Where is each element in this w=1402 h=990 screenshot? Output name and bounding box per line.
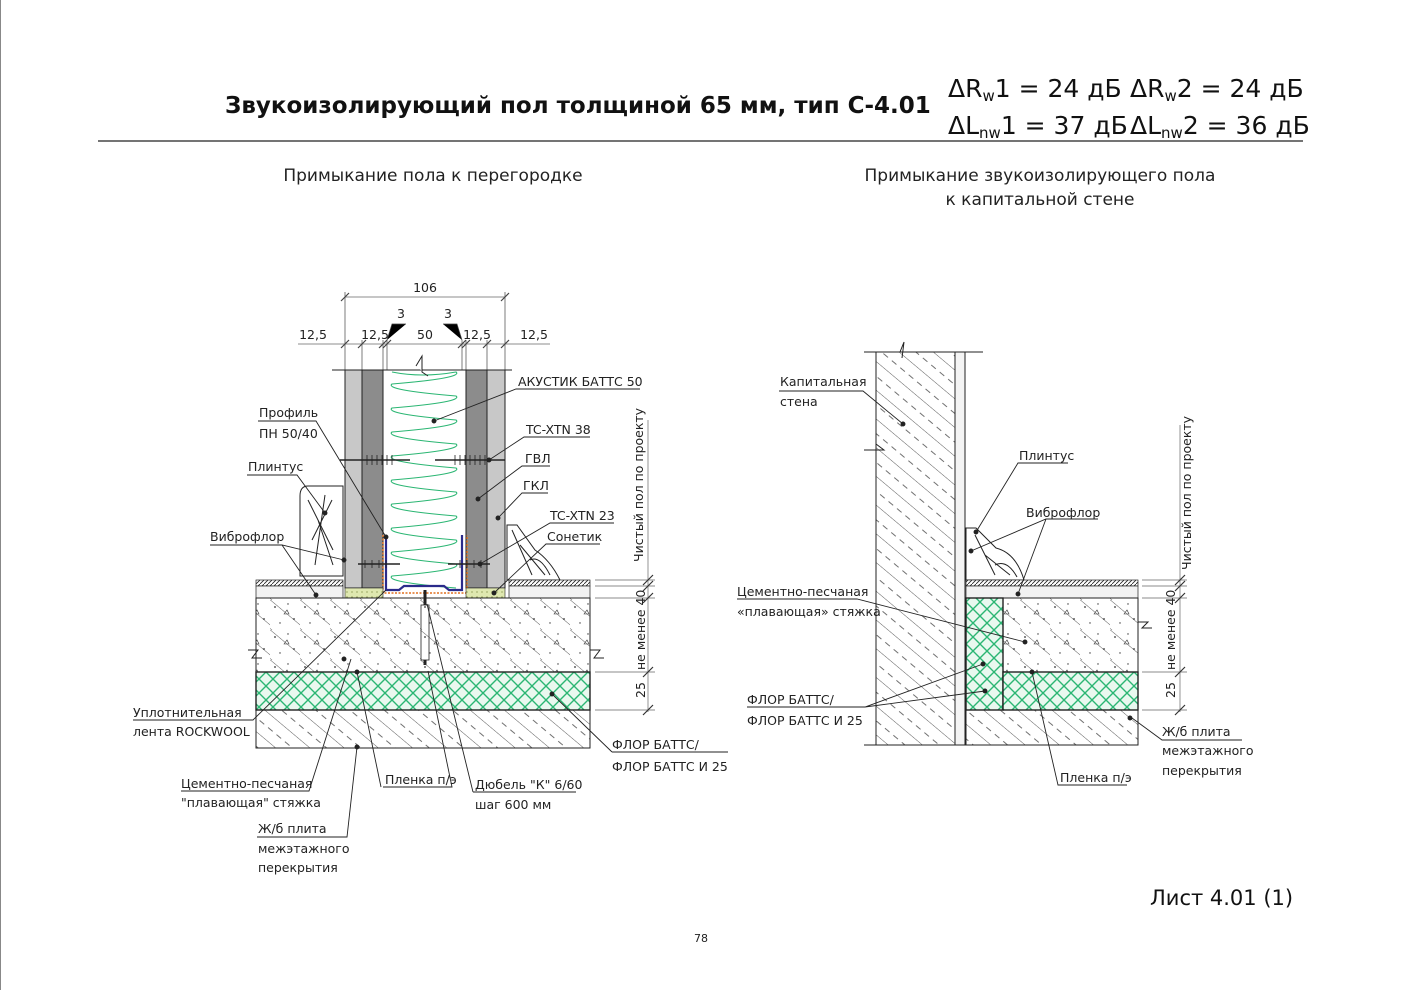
label-profile: Профиль [259,405,318,420]
skirting-left [299,485,344,577]
label-wall-1: Капитальная [780,374,866,389]
screed [255,597,591,673]
floor-batts [255,671,591,711]
label-screed-1: Цементно-песчаная [181,776,312,791]
rvdim-screed: не менее 40 [1163,590,1178,670]
label-sealing-tape-2: лента ROCKWOOL [133,724,250,739]
floor-layers [248,579,604,760]
label-screed-right-2: «плавающая» стяжка [737,604,881,619]
label-film-right: Пленка п/э [1060,770,1132,785]
page-number: 78 [694,932,708,945]
acoustic-indices: ΔRw1 = 24 дБ ΔRw2 = 24 дБ ΔLnw1 = 37 дБ … [948,74,1310,142]
label-gkl: ГКЛ [523,478,549,493]
dim-core: 50 [417,327,433,342]
label-slab-3: перекрытия [258,860,338,875]
dim-d4: 12,5 [520,327,548,342]
left-detail-title: Примыкание пола к перегородке [283,166,582,186]
label-gvl: ГВЛ [525,451,551,466]
dim-gap-right: 3 [444,306,452,321]
right-detail-title-2: к капитальной стене [946,190,1135,210]
right-floor-layers [965,579,1152,746]
rvdim-insulation: 25 [1163,682,1178,698]
label-slab-2: межэтажного [258,841,349,856]
right-leaders [737,390,1242,786]
label-floor-batts-2: ФЛОР БАТТС И 25 [612,759,728,774]
acoustic-insulation [390,371,458,589]
label-screed-2: "плавающая" стяжка [181,795,321,810]
label-tc-xtn-23: TC-XTN 23 [549,508,615,523]
label-sonetik: Сонетик [547,529,603,544]
formula-lnw2: ΔLnw2 = 36 дБ [1130,111,1310,142]
profile-pn [384,535,464,592]
label-slab-right-2: межэтажного [1162,743,1253,758]
vdim-screed: не менее 40 [633,590,648,670]
label-slab-right-1: Ж/б плита [1162,724,1231,739]
page-title: Звукоизолирующий пол толщиной 65 мм, тип… [225,93,931,119]
label-plintus: Плинтус [248,459,303,474]
formula-rw2: ΔRw2 = 24 дБ [1130,74,1304,105]
vertical-dimensions: Чистый пол по проекту не менее 40 25 [595,407,655,716]
label-sealing-tape-1: Уплотнительная [133,705,242,720]
rvdim-finish: Чистый пол по проекту [1179,415,1194,570]
label-wall-2: стена [780,394,818,409]
horizontal-dimensions: 106 3 3 12,5 12,5 50 12,5 12,5 [298,280,550,370]
dim-gap-left: 3 [397,306,405,321]
skirting-wall [965,527,1025,581]
label-screed-right-1: Цементно-песчаная [737,584,868,599]
dim-d2: 12,5 [361,327,389,342]
label-vibrofloor: Виброфлор [210,529,284,544]
dim-d3: 12,5 [463,327,491,342]
right-detail: Чистый пол по проекту не менее 40 25 Кап… [737,341,1253,786]
label-akustik-batts: АКУСТИК БАТТС 50 [518,374,643,389]
label-tc-xtn-38: TC-XTN 38 [525,422,591,437]
label-slab-1: Ж/б плита [258,821,327,836]
screw-icons [340,455,505,568]
left-leaders [133,388,728,838]
label-floor-batts-right-2: ФЛОР БАТТС И 25 [747,713,863,728]
label-dowel-1: Дюбель "К" 6/60 [475,777,582,792]
label-film: Пленка п/э [385,772,457,787]
sealing-tape [344,587,384,599]
left-detail: 106 3 3 12,5 12,5 50 12,5 12,5 [133,280,728,875]
sheet-number: Лист 4.01 (1) [1150,886,1293,910]
label-floor-batts-right-1: ФЛОР БАТТС/ [747,692,835,707]
formula-rw1: ΔRw1 = 24 дБ [948,74,1122,105]
right-vertical-dimensions: Чистый пол по проекту не менее 40 25 [1142,415,1194,716]
vdim-finish: Чистый пол по проекту [631,407,646,562]
label-dowel-2: шаг 600 мм [475,797,551,812]
vdim-insulation: 25 [633,682,648,698]
label-floor-batts-1: ФЛОР БАТТС/ [612,737,700,752]
right-detail-title-1: Примыкание звукоизолирующего пола [865,166,1216,186]
dim-d1: 12,5 [299,327,327,342]
label-plintus-right: Плинтус [1019,448,1074,463]
label-profile-type: ПН 50/40 [259,426,318,441]
label-vibrofloor-right: Виброфлор [1026,505,1100,520]
concrete-slab [255,709,591,749]
formula-lnw1: ΔLnw1 = 37 дБ [948,111,1128,142]
label-slab-right-3: перекрытия [1162,763,1242,778]
load-bearing-wall [864,341,1138,746]
dim-total: 106 [413,280,437,295]
